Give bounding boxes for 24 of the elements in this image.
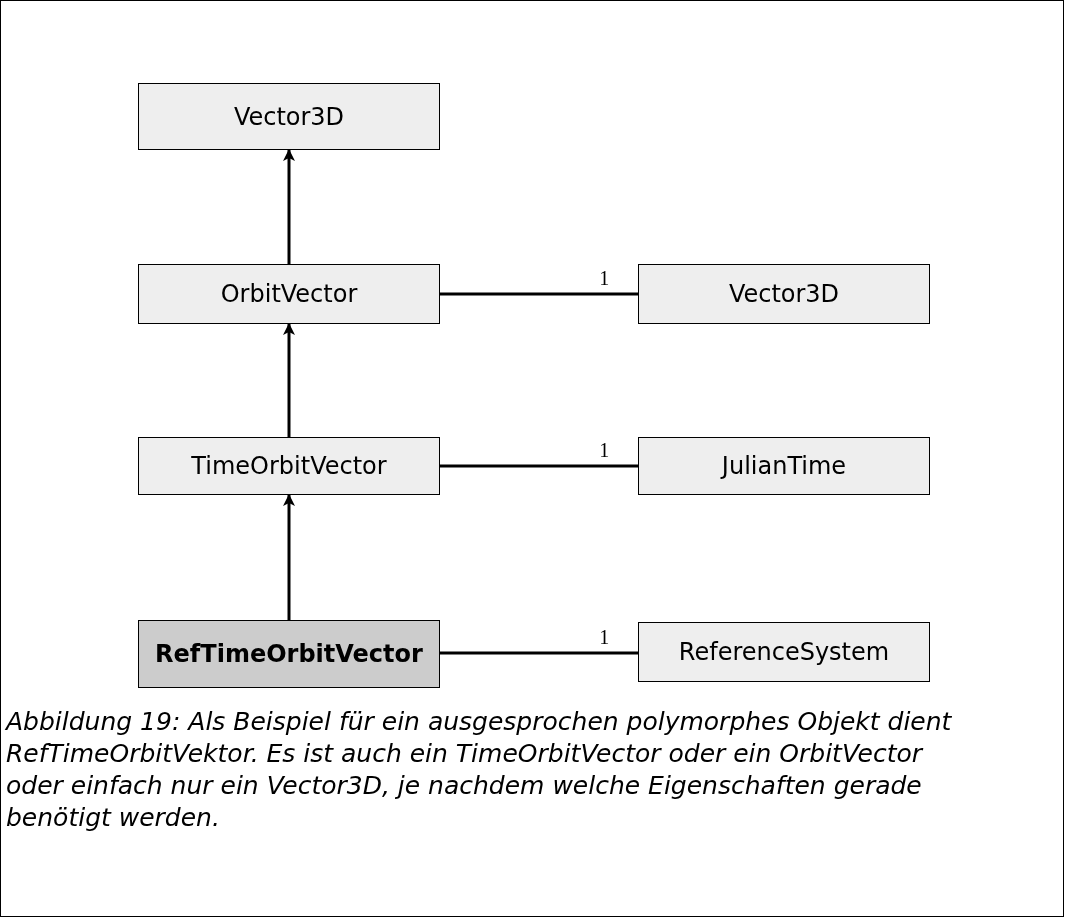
arrow bbox=[283, 494, 295, 620]
arrow bbox=[283, 323, 295, 437]
multiplicity-label: 1 bbox=[599, 627, 610, 647]
figure-caption: Abbildung 19: Als Beispiel für ein ausgesprochen polymorphes Objekt dient RefTimeOrbitVektor. Es ist auch ein TimeOrbitVector oder ein OrbitVector oder einfach nur ein Vector3D, je nachdem welche Eigenschaften gerade benötigt werden. bbox=[6, 706, 953, 834]
class-box bbox=[138, 264, 440, 324]
class-name: JulianTime bbox=[721, 451, 847, 481]
class-name: Vector3D bbox=[233, 101, 345, 132]
arrow bbox=[283, 149, 295, 264]
connector-line bbox=[440, 651, 638, 655]
multiplicity-label: 1 bbox=[599, 440, 610, 460]
class-box bbox=[138, 83, 440, 150]
class-name: RefTimeOrbitVector bbox=[155, 639, 423, 669]
class-name: Vector3D bbox=[728, 279, 840, 309]
class-name: ReferenceSystem bbox=[678, 637, 890, 667]
class-box bbox=[638, 437, 930, 495]
class-box bbox=[138, 620, 440, 688]
class-name: TimeOrbitVector bbox=[191, 451, 387, 481]
connector-line bbox=[440, 292, 638, 296]
connector-line bbox=[440, 464, 638, 468]
class-box bbox=[638, 264, 930, 324]
class-box bbox=[638, 622, 930, 682]
class-name: OrbitVector bbox=[220, 279, 358, 309]
class-box bbox=[138, 437, 440, 495]
multiplicity-label: 1 bbox=[599, 268, 610, 288]
